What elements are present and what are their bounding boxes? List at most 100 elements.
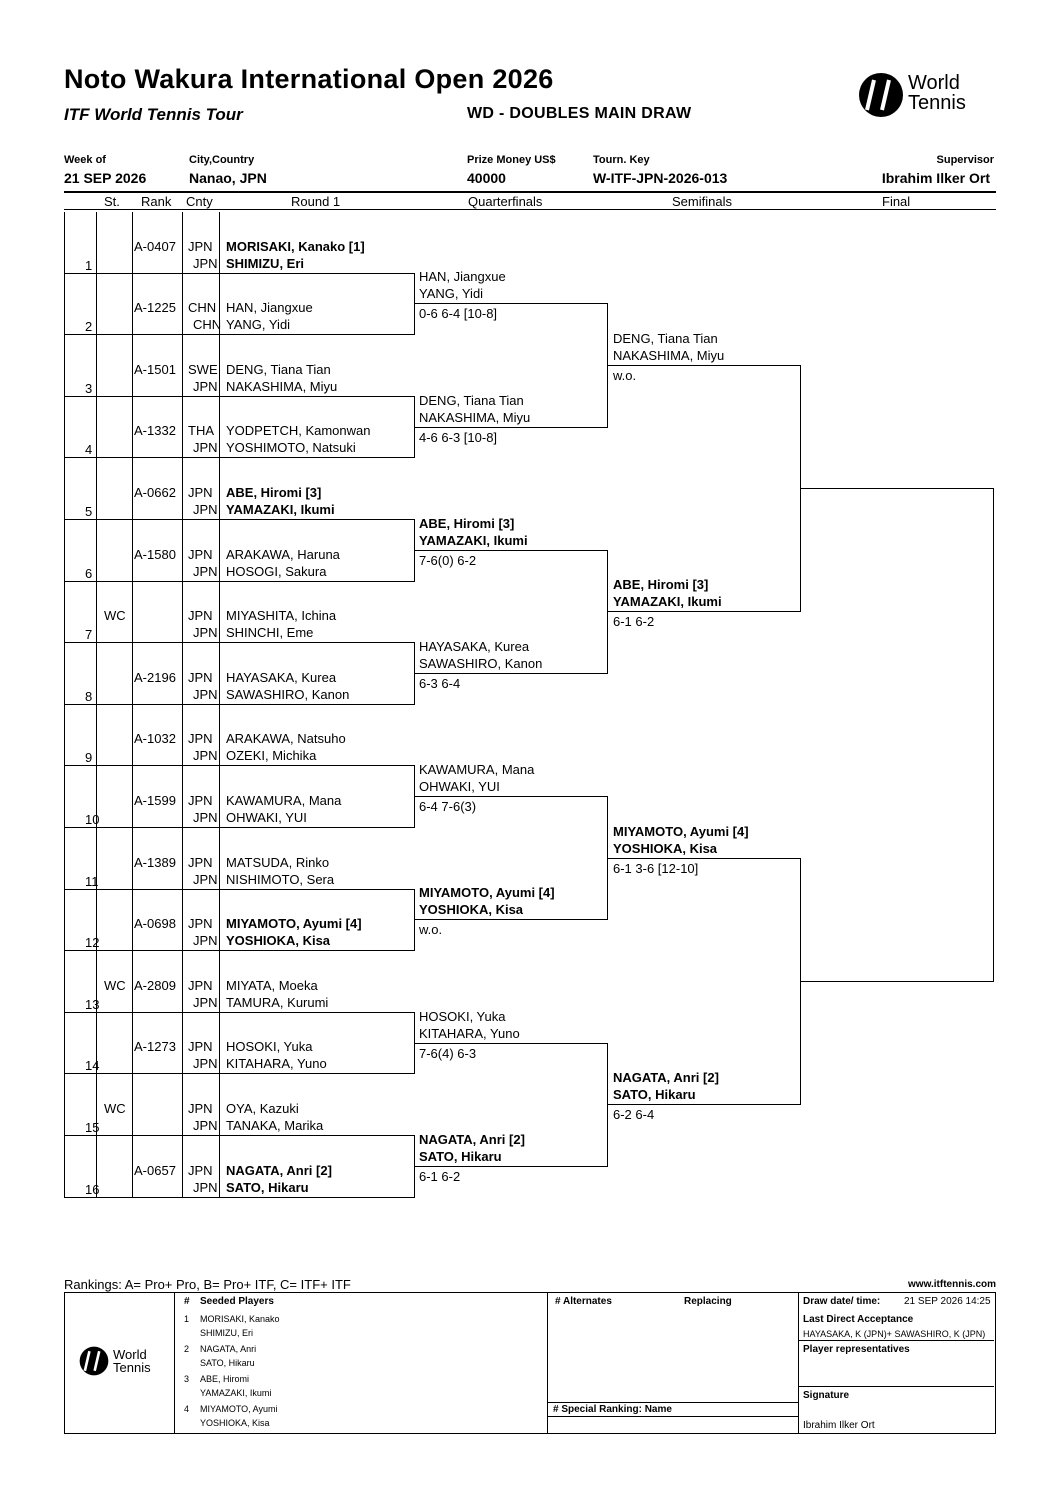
- sf-score: 6-1 3-6 [12-10]: [613, 860, 699, 876]
- tourn-key-label: Tourn. Key: [593, 154, 650, 166]
- entry-country: JPN: [188, 731, 213, 747]
- entry-country: JPN: [188, 546, 213, 562]
- entry-player: TANAKA, Marika: [226, 1118, 324, 1133]
- seed-player: NAGATA, Anri: [200, 1344, 257, 1354]
- seed-player: ABE, Hiromi: [200, 1374, 250, 1384]
- col-cnty: Cnty: [186, 194, 213, 209]
- entry-line: [64, 395, 415, 397]
- col-rank: Rank: [141, 194, 172, 209]
- entry-column-line: [96, 212, 97, 1198]
- entry-country: THA: [188, 423, 214, 439]
- entry-player: YOSHIOKA, Kisa: [226, 933, 331, 949]
- entry-player: HAN, Jiangxue: [226, 300, 313, 316]
- qf-player: DENG, Tiana Tian: [419, 392, 524, 408]
- entry-column-line: [219, 212, 220, 1198]
- final-line: [801, 488, 994, 490]
- footer-divider: [174, 1292, 175, 1433]
- seed-player: YAMAZAKI, Ikumi: [200, 1388, 272, 1398]
- entry-number: 7: [85, 627, 93, 643]
- prize-value: 40000: [467, 170, 506, 186]
- entry-number: 14: [85, 1058, 100, 1074]
- supervisor-value: Ibrahim Ilker Ort: [881, 170, 990, 186]
- footer-divider: [547, 1402, 799, 1403]
- entry-country: JPN: [193, 810, 218, 825]
- sf-connector: [607, 1042, 608, 1167]
- entry-rank: A-1332: [134, 423, 176, 439]
- entry-number: 5: [85, 504, 93, 519]
- qf-connector: [414, 272, 415, 336]
- entry-country: CHN: [193, 317, 222, 333]
- player-reps-label: Player representatives: [803, 1344, 910, 1355]
- entry-line: [64, 950, 415, 952]
- alternates-header: # Alternates: [555, 1296, 612, 1307]
- replacing-header: Replacing: [684, 1296, 732, 1307]
- entry-country: SWE: [188, 361, 218, 377]
- entry-country: JPN: [193, 933, 218, 949]
- footer-logo-tennis: Tennis: [113, 1360, 151, 1375]
- entry-player: HAYASAKA, Kurea: [226, 669, 337, 685]
- entry-number: 15: [85, 1120, 100, 1135]
- footer-divider: [799, 1340, 994, 1341]
- draw-date-value: 21 SEP 2026 14:25: [904, 1296, 991, 1307]
- entry-line: [64, 703, 415, 705]
- entry-number: 1: [85, 257, 93, 273]
- qf-score: 0-6 6-4 [10-8]: [419, 306, 498, 322]
- footer-table: [64, 1292, 996, 1434]
- entry-country: JPN: [188, 916, 213, 932]
- entry-line: [64, 827, 415, 828]
- entry-line: [64, 580, 415, 582]
- week-value: 21 SEP 2026: [64, 170, 147, 186]
- sf-line: [608, 1104, 801, 1106]
- column-header-divider: [64, 209, 996, 210]
- entry-line: [64, 1135, 415, 1136]
- entry-player: MORISAKI, Kanako [1]: [226, 238, 365, 254]
- qf-player: HOSOKI, Yuka: [419, 1008, 506, 1024]
- qf-line: [415, 796, 608, 798]
- draw-type: WD - DOUBLES MAIN DRAW: [467, 105, 692, 122]
- qf-player: OHWAKI, YUI: [419, 779, 500, 795]
- website[interactable]: www.itftennis.com: [908, 1279, 996, 1290]
- entry-number: 16: [85, 1181, 100, 1197]
- entry-player: MATSUDA, Rinko: [226, 854, 330, 870]
- footer-world-tennis-logo: World Tennis: [79, 1346, 169, 1380]
- entry-number: 11: [85, 873, 99, 889]
- seeded-header: Seeded Players: [200, 1296, 274, 1307]
- entry-country: JPN: [193, 686, 218, 702]
- seed-number: 4: [184, 1404, 190, 1414]
- entry-player: SATO, Hikaru: [226, 1179, 309, 1195]
- footer-logo-world: World: [113, 1347, 147, 1362]
- entry-number: 6: [85, 565, 93, 581]
- entry-rank: A-1599: [134, 793, 176, 808]
- entry-player: ARAKAWA, Natsuho: [226, 731, 346, 747]
- entry-country: JPN: [193, 1179, 218, 1195]
- entry-country: JPN: [193, 440, 218, 456]
- seed-number: 2: [184, 1344, 190, 1354]
- entry-status: WC: [104, 1101, 126, 1116]
- qf-player: HAYASAKA, Kurea: [419, 639, 530, 654]
- special-ranking-header: # Special Ranking: Name: [553, 1404, 672, 1415]
- qf-connector: [414, 395, 415, 459]
- entry-country: JPN: [188, 793, 213, 808]
- entry-country: JPN: [193, 255, 218, 271]
- col-st: St.: [104, 194, 120, 209]
- sf-line: [608, 857, 801, 859]
- qf-connector: [414, 1135, 415, 1198]
- entry-player: OZEKI, Michika: [226, 748, 317, 764]
- entry-column-line: [64, 212, 65, 1198]
- qf-line: [415, 1042, 608, 1044]
- entry-player: YANG, Yidi: [226, 317, 291, 333]
- sf-player: YAMAZAKI, Ikumi: [613, 594, 722, 610]
- qf-score: 6-1 6-2: [419, 1168, 461, 1184]
- seed-number: 1: [184, 1314, 190, 1324]
- signature-value: Ibrahim Ilker Ort: [803, 1420, 875, 1431]
- entry-player: HOSOKI, Yuka: [226, 1039, 313, 1055]
- sf-player: NAKASHIMA, Miyu: [613, 348, 725, 363]
- entry-player: HOSOGI, Sakura: [226, 563, 327, 579]
- qf-player: KAWAMURA, Mana: [419, 762, 535, 778]
- week-label: Week of: [64, 154, 106, 166]
- entry-player: MIYAMOTO, Ayumi [4]: [226, 916, 362, 932]
- entry-line: [64, 642, 415, 644]
- entry-line: [64, 457, 415, 459]
- entry-rank: A-1580: [134, 546, 176, 562]
- entry-rank: A-1389: [134, 854, 176, 870]
